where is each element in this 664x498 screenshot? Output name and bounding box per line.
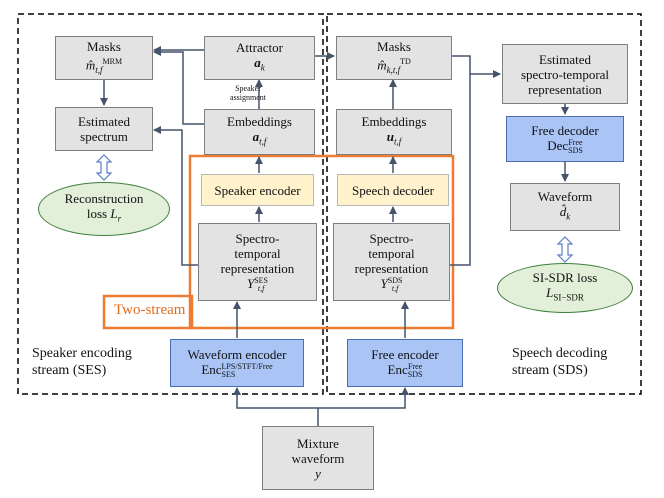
speech-decoder-label: Speech decoder [352, 182, 434, 198]
mixture-line2: waveform [291, 450, 345, 466]
estimated-spectrum-line1: Estimated [78, 114, 130, 129]
waveform-output-math: d̂k [559, 204, 571, 222]
reconstruction-loss-line1: Reconstruction [64, 191, 144, 207]
double-arrow-recon [95, 154, 113, 181]
embeddings-sds-box: Embeddings ut,f [336, 109, 452, 155]
masks-ses-math: m̂t,fMRM [85, 56, 123, 75]
st-sds-line3: representation [354, 260, 429, 276]
double-arrow-sisdr [556, 236, 574, 263]
st-ses-line3: representation [220, 260, 295, 276]
estimated-st-box: Estimated spectro-temporal representatio… [502, 44, 628, 104]
waveform-encoder-title: Waveform encoder [187, 346, 287, 362]
mixture-waveform-box: Mixture waveform y [262, 426, 374, 490]
arrows [100, 46, 569, 426]
estimated-st-line3: representation [528, 81, 602, 97]
waveform-output-box: Waveform d̂k [510, 183, 620, 231]
reconstruction-loss-line2: loss Lr [86, 206, 122, 224]
speaker-encoder-box: Speaker encoder [201, 174, 314, 206]
estimated-st-line2: spectro-temporal [520, 66, 610, 82]
st-ses-line1: Spectro- [235, 230, 280, 246]
estimated-spectrum-line2: spectrum [80, 129, 128, 144]
st-sds-line2: temporal [368, 245, 415, 261]
free-encoder-title: Free encoder [371, 346, 439, 362]
st-sds-line1: Spectro- [369, 230, 414, 246]
si-sdr-loss-math: LSI−SDR [546, 285, 584, 303]
si-sdr-loss-line1: SI-SDR loss [532, 270, 598, 286]
attractor-math: ak [254, 55, 265, 73]
sds-stream-boundary [326, 13, 642, 395]
two-stream-label-frame [102, 294, 194, 330]
si-sdr-loss-ellipse: SI-SDR loss LSI−SDR [497, 263, 633, 313]
estimated-spectrum-box: Estimated spectrum [55, 107, 153, 151]
embeddings-ses-math: at,f [252, 129, 267, 147]
waveform-output-title: Waveform [537, 189, 593, 205]
two-stream-label: Two-stream [112, 302, 188, 319]
masks-sds-title: Masks [377, 38, 411, 54]
mixture-line1: Mixture [297, 435, 339, 451]
sds-stream-label: Speech decoding stream (SDS) [512, 346, 608, 378]
speech-decoder-box: Speech decoder [337, 174, 449, 206]
masks-sds-math: m̂k,t,fTD [377, 56, 411, 75]
embeddings-sds-title: Embeddings [361, 114, 427, 130]
estimated-st-line1: Estimated [539, 51, 591, 67]
free-decoder-title: Free decoder [531, 122, 599, 138]
ses-stream-boundary [17, 13, 324, 395]
embeddings-sds-math: ut,f [386, 129, 402, 147]
attractor-box: Attractor ak [204, 36, 315, 80]
st-ses-line2: temporal [234, 245, 281, 261]
attractor-title: Attractor [236, 40, 283, 56]
speaker-encoder-label: Speaker encoder [214, 182, 301, 198]
ses-stream-label: Speaker encoding stream (SES) [32, 346, 132, 378]
reconstruction-loss-ellipse: Reconstruction loss Lr [38, 182, 170, 236]
two-stream-boundary [188, 154, 455, 330]
masks-sds-box: Masks m̂k,t,fTD [336, 36, 452, 80]
embeddings-ses-title: Embeddings [227, 114, 292, 130]
speaker-assignment-label: Speaker assignment [230, 84, 266, 102]
mixture-math: y [315, 465, 321, 481]
masks-ses-box: Masks m̂t,fMRM [55, 36, 153, 80]
embeddings-ses-box: Embeddings at,f [204, 109, 315, 155]
masks-ses-title: Masks [87, 38, 121, 54]
